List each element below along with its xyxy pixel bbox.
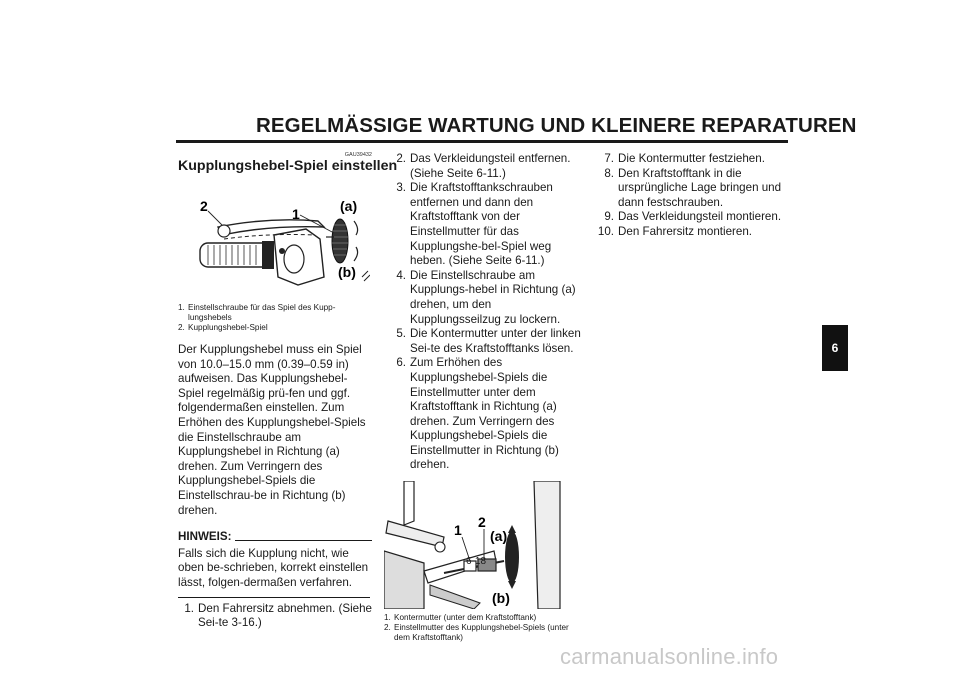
figure1-label-b: (b) — [338, 264, 356, 280]
adjusting-nut-figure: 1 2 (a) (b) — [383, 480, 580, 610]
step-text: Die Einstellschraube am Kupplungs-hebel … — [410, 268, 576, 326]
step-number: 8. — [604, 166, 614, 180]
step-text: Den Fahrersitz abnehmen. (Siehe Sei-te 3… — [198, 601, 372, 630]
step-text: Das Verkleidungsteil montieren. — [618, 210, 782, 224]
steps-list-part2: 2. Das Verkleidungsteil entfernen. (Siehe… — [384, 152, 582, 473]
step-item: 5. Die Kontermutter unter der linken Sei-… — [384, 327, 582, 356]
hinweis-heading: HINWEIS: — [178, 530, 372, 545]
figure2-label-1: 1 — [454, 522, 462, 538]
step-item: 8. Den Kraftstofftank in die ursprünglich… — [592, 167, 792, 211]
caption-text: Einstellmutter des Kupplungshebel-Spiels… — [394, 623, 569, 643]
header-rule — [176, 140, 788, 143]
adjusting-nut-illustration: 1 2 (a) (b) — [383, 480, 561, 610]
caption-number: 1. — [178, 303, 185, 312]
step-number: 3. — [396, 181, 406, 195]
caption-text: Kontermutter (unter dem Kraftstofftank) — [394, 613, 537, 623]
figure2-caption: 1.Kontermutter (unter dem Kraftstofftank… — [384, 613, 582, 643]
caption-number: 2. — [178, 323, 185, 332]
caption-item: 1.Einstellschraube für das Spiel des Kup… — [178, 303, 372, 323]
step-text: Zum Erhöhen des Kupplungshebel-Spiels di… — [410, 356, 559, 472]
step-number: 9. — [604, 210, 614, 224]
figure1-label-2: 2 — [200, 198, 208, 214]
figure2-label-2: 2 — [478, 514, 486, 530]
step-text: Die Kraftstofftankschrauben entfernen un… — [410, 181, 553, 268]
step-number: 1. — [184, 601, 194, 615]
page-header: REGELMÄSSIGE WARTUNG UND KLEINERE REPARA… — [256, 114, 857, 137]
caption-text: Kupplungshebel-Spiel — [188, 323, 268, 332]
caption-text: Einstellschraube für das Spiel des Kupp-… — [188, 303, 336, 322]
caption-item: 2.Einstellmutter des Kupplungshebel-Spie… — [384, 623, 582, 643]
figure1-label-1: 1 — [292, 206, 300, 222]
page-number: 6-18 — [466, 556, 487, 567]
step-text: Den Fahrersitz montieren. — [618, 224, 753, 238]
step-item: 4. Die Einstellschraube am Kupplungs-hebe… — [384, 269, 582, 327]
figure1-caption: 1.Einstellschraube für das Spiel des Kup… — [178, 303, 372, 333]
caption-item: 1.Kontermutter (unter dem Kraftstofftank… — [384, 613, 582, 623]
step-item: 1. Den Fahrersitz abnehmen. (Siehe Sei-te… — [178, 602, 372, 631]
column-3: 7. Die Kontermutter festziehen. 8. Den Kra… — [592, 152, 792, 240]
figure2-label-a: (a) — [490, 528, 507, 544]
step-number: 7. — [604, 152, 614, 165]
column-2: 2. Das Verkleidungsteil entfernen. (Siehe… — [383, 152, 582, 643]
watermark-text: carmanualsonline.info — [560, 644, 779, 669]
step-item: 7. Die Kontermutter festziehen. — [592, 152, 792, 167]
intro-paragraph: Der Kupplungshebel muss ein Spiel von 10… — [178, 343, 366, 517]
steps-list-part1: 1. Den Fahrersitz abnehmen. (Siehe Sei-te… — [178, 602, 372, 631]
step-item: 10. Den Fahrersitz montieren. — [592, 225, 792, 240]
clutch-lever-illustration: 2 1 (a) (b) — [199, 198, 371, 286]
step-number: 2. — [396, 152, 406, 165]
hinweis-end-rule — [178, 596, 370, 598]
hinweis-label: HINWEIS: — [178, 530, 232, 544]
caption-item: 2.Kupplungshebel-Spiel — [178, 323, 372, 333]
step-item: 2. Das Verkleidungsteil entfernen. (Siehe… — [384, 152, 582, 181]
section-title: Kupplungshebel-Spiel einstellen — [178, 158, 398, 174]
hinweis-rule — [235, 539, 372, 541]
step-number: 5. — [396, 327, 406, 341]
step-number: 4. — [396, 268, 406, 282]
step-text: Die Kontermutter unter der linken Sei-te… — [410, 327, 581, 355]
step-number: 6. — [396, 356, 406, 370]
steps-list-part3: 7. Die Kontermutter festziehen. 8. Den Kra… — [592, 152, 792, 240]
hinweis-text: Falls sich die Kupplung nicht, wie oben … — [178, 546, 369, 589]
caption-number: 1. — [384, 613, 391, 623]
step-text: Das Verkleidungsteil entfernen. (Siehe S… — [410, 152, 571, 180]
figure2-label-b: (b) — [492, 590, 510, 606]
step-item: 9. Das Verkleidungsteil montieren. — [592, 210, 792, 225]
figure1-label-a: (a) — [340, 198, 357, 214]
step-text: Die Kontermutter festziehen. — [618, 152, 765, 165]
step-text: Den Kraftstofftank in die ursprüngliche … — [618, 166, 782, 209]
clutch-lever-figure: 2 1 (a) (b) — [178, 181, 371, 295]
column-1: GAU39432 Kupplungshebel-Spiel einstellen — [178, 152, 398, 631]
section-code: GAU39432 — [344, 152, 372, 158]
caption-number: 2. — [384, 623, 391, 633]
step-item: 6. Zum Erhöhen des Kupplungshebel-Spiels … — [384, 356, 582, 473]
step-item: 3. Die Kraftstofftankschrauben entfernen … — [384, 181, 582, 269]
chapter-tab[interactable]: 6 — [822, 325, 848, 371]
step-number: 10. — [597, 224, 614, 238]
